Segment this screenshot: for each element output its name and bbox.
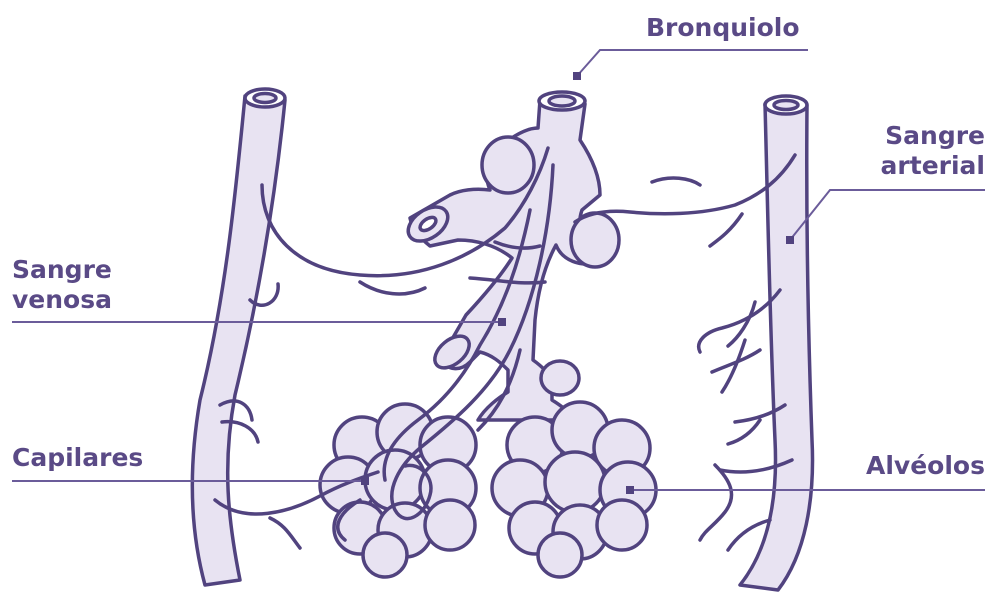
leader-lines [12, 50, 985, 490]
label-bronquiolo: Bronquiolo [646, 14, 800, 41]
marker-capilares [361, 477, 369, 485]
label-sangre-venosa-line2: venosa [12, 286, 112, 313]
marker-sangre-arterial [786, 236, 794, 244]
marker-sangre-venosa [498, 318, 506, 326]
label-alveolos: Alvéolos [866, 452, 985, 479]
label-sangre-venosa-line1: Sangre [12, 256, 112, 283]
right-artery [740, 96, 813, 590]
label-sangre-arterial-line1: Sangre [885, 122, 985, 149]
marker-alveolos [626, 486, 634, 494]
leader-bronquiolo [577, 50, 808, 76]
label-sangre-arterial-line2: arterial [881, 152, 985, 179]
label-capilares: Capilares [12, 444, 143, 471]
alveoli-left [320, 404, 476, 577]
bronchiole [402, 92, 619, 420]
leader-sangre-arterial [790, 190, 985, 240]
marker-bronquiolo [573, 72, 581, 80]
